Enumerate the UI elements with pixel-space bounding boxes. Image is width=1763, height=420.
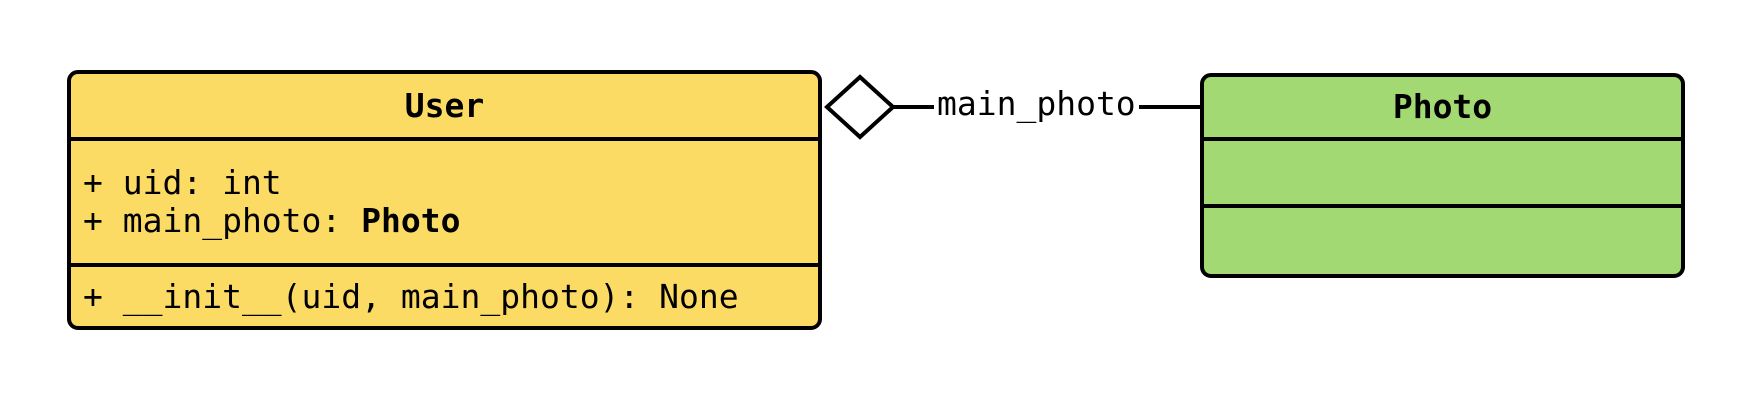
attribute-text: + main_photo: xyxy=(83,201,362,240)
class-box-user: User + uid: int + main_photo: Photo + __… xyxy=(67,70,822,330)
class-methods-photo xyxy=(1204,208,1681,274)
attribute-type-bold: Photo xyxy=(361,201,461,240)
attribute-line: + main_photo: Photo xyxy=(83,202,818,240)
attribute-text: + uid: int xyxy=(83,163,282,202)
class-title-photo: Photo xyxy=(1204,77,1681,141)
aggregation-diamond-icon xyxy=(824,74,896,140)
class-box-photo: Photo xyxy=(1200,73,1685,278)
class-methods-user: + __init__(uid, main_photo): None xyxy=(71,267,818,326)
class-title-user: User xyxy=(71,74,818,141)
relationship-label: main_photo xyxy=(937,84,1136,124)
attribute-line: + uid: int xyxy=(83,164,818,202)
class-attributes-photo xyxy=(1204,141,1681,208)
aggregation-connector: main_photo xyxy=(824,74,1200,140)
method-line: + __init__(uid, main_photo): None xyxy=(83,276,739,316)
class-attributes-user: + uid: int + main_photo: Photo xyxy=(71,141,818,267)
